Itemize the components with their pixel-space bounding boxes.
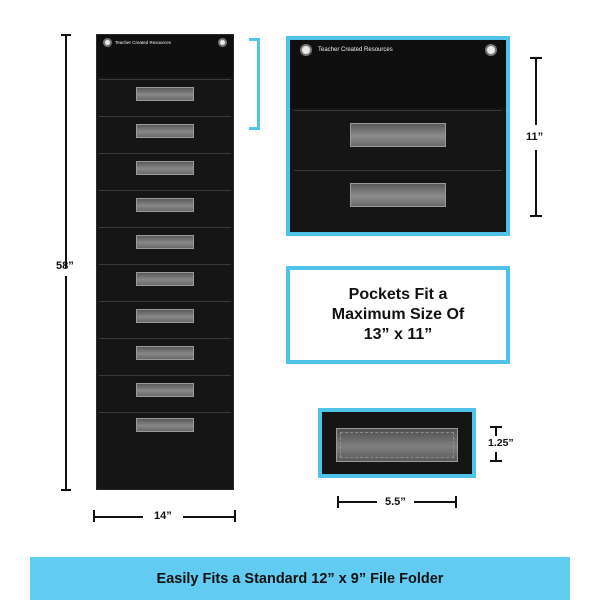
pocket bbox=[99, 338, 231, 374]
card-window bbox=[136, 161, 194, 175]
file-folder-banner: Easily Fits a Standard 12” x 9” File Fol… bbox=[30, 557, 570, 600]
zoom-card-window bbox=[350, 123, 446, 147]
card-window bbox=[136, 198, 194, 212]
card-window bbox=[136, 87, 194, 101]
zoom-bracket bbox=[249, 38, 260, 130]
long-pocket-chart: Teacher Created Resources bbox=[96, 34, 234, 490]
card-window bbox=[136, 346, 194, 360]
zoom-pocket bbox=[294, 170, 502, 228]
card-window bbox=[136, 418, 194, 432]
pocket bbox=[99, 190, 231, 226]
pocket bbox=[99, 264, 231, 300]
width-label-14: 14” bbox=[154, 510, 172, 522]
pocket bbox=[99, 301, 231, 337]
card-window bbox=[136, 124, 194, 138]
card-height-label: 1.25” bbox=[488, 437, 514, 449]
card-window bbox=[136, 272, 194, 286]
grommet-left-icon bbox=[300, 44, 312, 56]
card-width-label: 5.5” bbox=[385, 496, 406, 508]
card-window bbox=[136, 383, 194, 397]
grommet-left-icon bbox=[103, 38, 112, 47]
callout-text: Pockets Fit a Maximum Size Of 13” x 11” bbox=[331, 286, 465, 343]
grommet-right-icon bbox=[218, 38, 227, 47]
grommet-right-icon bbox=[485, 44, 497, 56]
zoom-brand-label: Teacher Created Resources bbox=[318, 47, 393, 53]
zoom-pocket bbox=[294, 110, 502, 168]
pocket bbox=[99, 153, 231, 189]
pocket bbox=[99, 375, 231, 411]
holder-window bbox=[336, 428, 458, 462]
pocket bbox=[99, 227, 231, 263]
height-label-58: 58” bbox=[56, 260, 74, 272]
zoom-card-window bbox=[350, 183, 446, 207]
zoomed-chart-top: Teacher Created Resources bbox=[286, 36, 510, 236]
chart-header: Teacher Created Resources bbox=[97, 35, 233, 77]
banner-text: Easily Fits a Standard 12” x 9” File Fol… bbox=[156, 570, 444, 587]
pocket bbox=[99, 412, 231, 488]
pocket bbox=[99, 79, 231, 115]
brand-label: Teacher Created Resources bbox=[115, 40, 172, 45]
zoom-header: Teacher Created Resources bbox=[290, 40, 506, 108]
card-window bbox=[136, 235, 194, 249]
pocket-size-callout: Pockets Fit a Maximum Size Of 13” x 11” bbox=[286, 266, 510, 364]
card-holder bbox=[318, 408, 476, 478]
height-label-11: 11” bbox=[526, 131, 544, 143]
pocket bbox=[99, 116, 231, 152]
card-window bbox=[136, 309, 194, 323]
